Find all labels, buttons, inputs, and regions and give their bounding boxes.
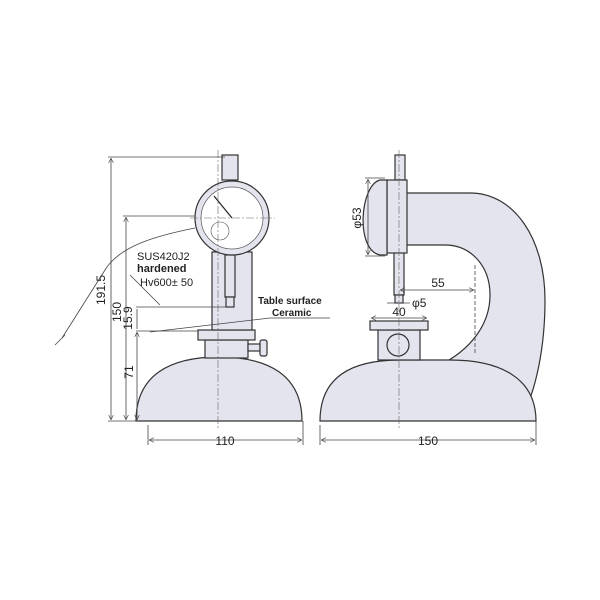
front-neck: [204, 339, 249, 359]
front-view: 191.5 150 15.9 71 110 SUS420J2 hardened …: [54, 150, 330, 448]
dim-base-length: 150: [418, 434, 438, 448]
clamp-knob-icon: [259, 339, 268, 357]
dim-throat-depth: 55: [431, 276, 445, 290]
table-surface-label: Table surface: [258, 296, 322, 307]
dim-dial-center-height: 150: [110, 302, 124, 322]
material-label: SUS420J2: [137, 251, 190, 263]
side-view: φ53 55 φ5 40 150: [319, 150, 546, 448]
revolution-counter: [210, 221, 230, 241]
table-adjust-knob: [386, 333, 410, 357]
side-dial-stem: [394, 154, 406, 181]
dial-needle: [213, 195, 233, 219]
dim-overall-height: 191.5: [94, 275, 108, 305]
treatment-label: hardened: [137, 263, 187, 275]
side-base-dome: [319, 359, 537, 422]
cable-release-icon: [54, 334, 66, 346]
clamp-screw: [247, 343, 261, 352]
dim-dial-diameter: φ53: [350, 207, 364, 228]
dim-base-width: 110: [215, 434, 234, 448]
spindle: [224, 254, 236, 298]
dim-table-height: 71: [122, 365, 136, 379]
dial-stem: [221, 154, 239, 181]
lift-cable: [61, 227, 196, 339]
front-table: [197, 329, 256, 341]
front-base-dome: [135, 356, 303, 422]
side-dial-body: [386, 179, 408, 254]
contact-point: [225, 296, 235, 308]
ceramic-label: Ceramic: [272, 308, 312, 319]
dim-gap: 15.9: [121, 306, 135, 330]
dim-table-width: 40: [392, 305, 406, 319]
hardness-label: Hv600± 50: [140, 277, 193, 289]
side-dial-bezel: [362, 179, 388, 256]
dim-contact-diameter: φ5: [412, 296, 427, 310]
